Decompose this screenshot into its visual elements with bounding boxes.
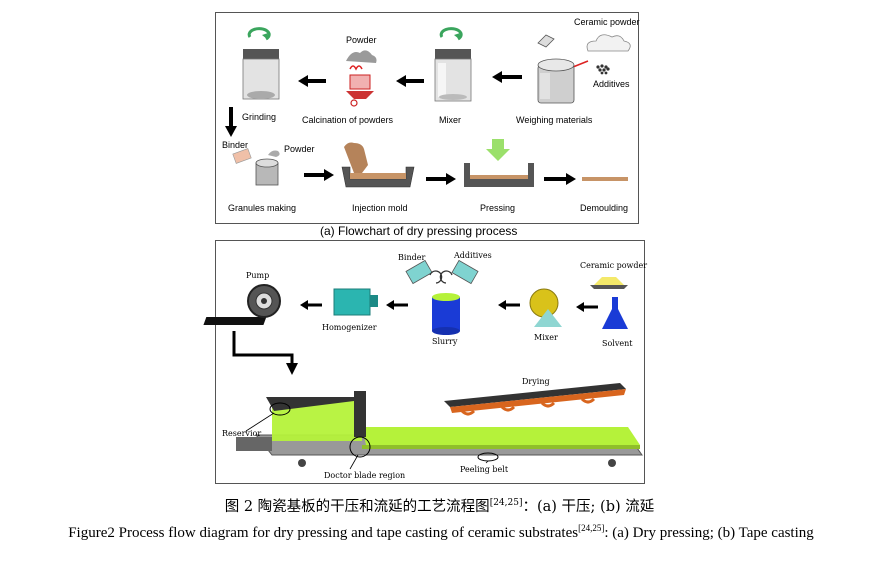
label-grinding: Grinding <box>242 112 277 122</box>
ceramic-powder-tray-icon <box>590 277 628 289</box>
label-ceramic-powder-b: Ceramic powder <box>580 261 648 270</box>
label-additives-b: Additives <box>454 251 492 260</box>
arrow-left-2 <box>396 75 406 87</box>
label-weighing: Weighing materials <box>516 115 593 125</box>
label-doctor-blade: Doctor blade region <box>324 471 406 480</box>
label-binder-a: Binder <box>222 140 249 150</box>
caption-en-main: Figure2 Process flow diagram for dry pre… <box>68 525 579 541</box>
label-calcination: Calcination of powders <box>302 115 394 125</box>
panel-a-caption: (a) Flowchart of dry pressing process <box>320 224 518 238</box>
label-mixer-a: Mixer <box>439 115 461 125</box>
pour-curve-left <box>429 270 443 284</box>
label-reservior: Reservior <box>222 429 262 438</box>
slurry-cylinder-icon <box>432 293 460 335</box>
tape-casting-machine <box>236 391 643 467</box>
caption-en-tail: : (a) Dry pressing; (b) Tape casting <box>604 525 814 541</box>
ceramic-powder-cloud-icon <box>586 34 631 52</box>
dry-pressing-diagram <box>225 27 631 188</box>
arrow-right-3 <box>566 173 576 185</box>
pump-wheel-icon <box>203 284 281 325</box>
label-granules: Granules making <box>228 203 297 213</box>
label-slurry: Slurry <box>432 337 458 346</box>
caption-cn-main: 图 2 陶瓷基板的干压和流延的工艺流程图 <box>224 499 490 515</box>
injection-mold-icon <box>341 142 415 188</box>
binder-cup-icon <box>232 148 252 164</box>
label-solvent: Solvent <box>602 339 633 348</box>
caption-cn-ref: [24,25] <box>489 498 523 509</box>
tape-casting-diagram <box>203 259 643 470</box>
arrow-left-3 <box>298 75 308 87</box>
mixer-b-icon <box>529 288 562 327</box>
binder-cylinder-icon <box>405 259 433 285</box>
label-drying: Drying <box>522 377 550 386</box>
granule-cup-icon <box>255 150 280 186</box>
arrow-right-2 <box>446 173 456 185</box>
doctor-blade <box>354 391 366 437</box>
label-mixer-b: Mixer <box>534 333 558 342</box>
label-pump: Pump <box>246 271 270 280</box>
grinding-jar-icon <box>242 27 280 100</box>
additives-cylinder-icon <box>451 259 479 285</box>
additives-dots-icon <box>596 64 610 75</box>
caption-en-ref: [24,25] <box>578 523 605 533</box>
caption-cn-tail: ：(a) 干压; (b) 流延 <box>522 499 655 515</box>
caption-chinese: 图 2 陶瓷基板的干压和流延的工艺流程图[24,25]：(a) 干压; (b) … <box>0 495 879 516</box>
reservoir-circle <box>269 402 291 416</box>
dryer-icon <box>444 383 626 416</box>
pressing-mold-icon <box>464 139 534 187</box>
label-additives-a: Additives <box>593 79 630 89</box>
weighing-cup-icon <box>537 34 575 104</box>
label-peeling-belt: Peeling belt <box>460 465 509 474</box>
arrow-right-1 <box>324 169 334 181</box>
panel-dry-pressing: Ceramic powder Additives Weighing materi… <box>215 12 640 224</box>
caption-english: Figure2 Process flow diagram for dry pre… <box>8 517 874 544</box>
demoulded-tile-icon <box>582 177 628 181</box>
solvent-funnel-icon <box>602 297 628 329</box>
calcination-furnace-icon <box>346 65 374 107</box>
label-ceramic-powder-a: Ceramic powder <box>574 17 640 27</box>
panel-tape-casting: Pump Binder Additives Ceramic powder Hom… <box>203 240 648 484</box>
label-powder-top: Powder <box>346 35 377 45</box>
label-pressing: Pressing <box>480 203 516 213</box>
label-injection: Injection mold <box>352 203 408 213</box>
arrow-down <box>225 126 237 137</box>
label-powder-mid: Powder <box>284 144 315 154</box>
pour-curve-right <box>439 270 453 284</box>
homogenizer-icon <box>333 288 378 316</box>
arrow-left-1 <box>492 71 502 83</box>
label-homogenizer: Homogenizer <box>322 323 377 332</box>
pump-down-arrow <box>286 363 298 375</box>
label-demoulding: Demoulding <box>580 203 629 213</box>
powder-pile-icon <box>346 50 377 63</box>
doctor-blade-circle <box>349 436 371 458</box>
mixer-jar-icon <box>434 27 472 102</box>
label-binder-b: Binder <box>398 253 426 262</box>
